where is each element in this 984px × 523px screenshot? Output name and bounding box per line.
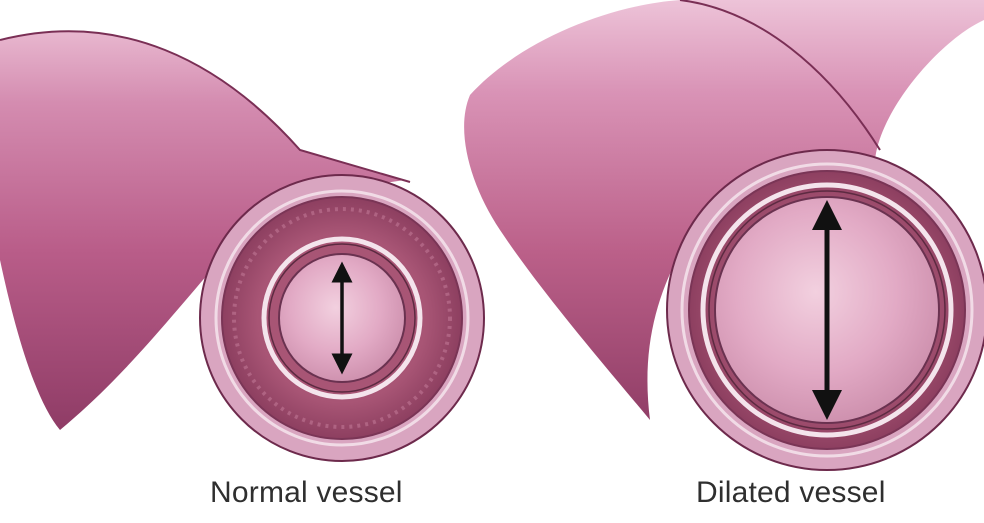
normal-vessel-label: Normal vessel — [210, 476, 403, 510]
normal-cross-section — [200, 175, 484, 461]
dilated-vessel-label: Dilated vessel — [696, 476, 886, 510]
dilated-vessel — [464, 0, 984, 470]
normal-vessel — [0, 31, 484, 461]
dilated-cross-section — [667, 150, 984, 470]
